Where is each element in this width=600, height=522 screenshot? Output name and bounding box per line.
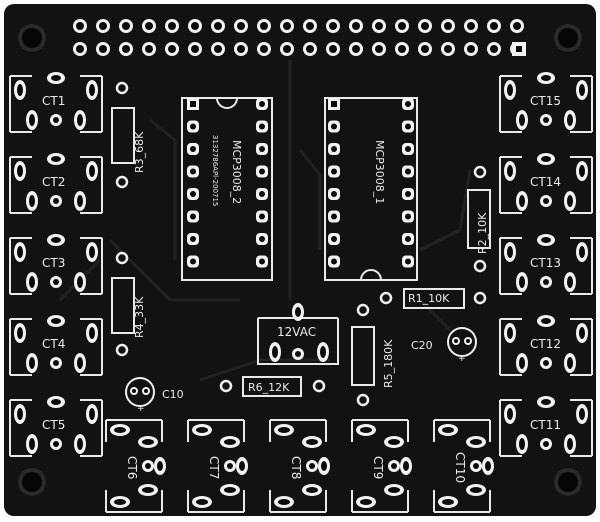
ct4-footprint bbox=[9, 315, 103, 376]
label-ct3: CT3 bbox=[42, 256, 65, 270]
power-jack-12vac: 12VAC bbox=[257, 303, 339, 365]
label-r3: R3_68K bbox=[133, 131, 146, 173]
board-substrate bbox=[4, 4, 596, 516]
resistor-r4: R4_33K bbox=[111, 251, 146, 357]
ct12-footprint bbox=[499, 315, 593, 376]
chip1-name: MCP3008_1 bbox=[373, 140, 386, 204]
ct10-footprint bbox=[433, 419, 494, 513]
capacitor-c20: + C20 bbox=[411, 327, 477, 364]
svg-text:+: + bbox=[458, 354, 466, 364]
ct6-footprint bbox=[105, 419, 166, 513]
ct9-footprint bbox=[351, 419, 412, 513]
ct11-footprint bbox=[499, 396, 593, 457]
ct5-footprint bbox=[9, 396, 103, 457]
ct-footprints bbox=[9, 72, 593, 513]
label-c10: C10 bbox=[162, 388, 184, 401]
resistor-r5: R5_180K bbox=[351, 303, 395, 407]
label-ct12: CT12 bbox=[530, 337, 561, 351]
label-ct6: CT6 bbox=[125, 456, 139, 479]
resistor-r6: R6_12K bbox=[219, 376, 326, 397]
traces bbox=[58, 60, 472, 382]
label-ct7: CT7 bbox=[207, 456, 221, 479]
label-ct1: CT1 bbox=[42, 94, 65, 108]
chip2-name: MCP3008_2 bbox=[230, 140, 243, 204]
label-r1: R1_10K bbox=[408, 292, 450, 305]
ct2-footprint bbox=[9, 153, 103, 214]
label-ct4: CT4 bbox=[42, 337, 65, 351]
resistor-r2: R2_10K bbox=[467, 165, 491, 273]
label-ct14: CT14 bbox=[530, 175, 561, 189]
label-12vac: 12VAC bbox=[277, 325, 316, 339]
ct3-footprint bbox=[9, 234, 103, 295]
chip2-code: 3132786APl-200715 bbox=[211, 135, 219, 206]
label-r5: R5_180K bbox=[382, 339, 395, 388]
ct1-footprint bbox=[9, 72, 103, 133]
label-c20: C20 bbox=[411, 339, 433, 352]
label-r4: R4_33K bbox=[133, 296, 146, 338]
ct7-footprint bbox=[187, 419, 248, 513]
label-ct13: CT13 bbox=[530, 256, 561, 270]
ct14-footprint bbox=[499, 153, 593, 214]
ct8-footprint bbox=[269, 419, 330, 513]
svg-text:+: + bbox=[137, 404, 145, 414]
ct15-footprint bbox=[499, 72, 593, 133]
ct-labels: CT1 CT2 CT3 CT4 CT5 CT15 CT14 CT13 CT12 … bbox=[42, 94, 561, 483]
gpio-header bbox=[73, 19, 526, 56]
label-ct5: CT5 bbox=[42, 418, 65, 432]
chip-mcp3008-1: MCP3008_1 bbox=[324, 97, 418, 281]
label-ct11: CT11 bbox=[530, 418, 561, 432]
label-r2: R2_10K bbox=[476, 212, 489, 254]
label-ct2: CT2 bbox=[42, 175, 65, 189]
label-ct15: CT15 bbox=[530, 94, 561, 108]
chip-mcp3008-2: MCP3008_2 3132786APl-200715 bbox=[181, 97, 273, 281]
label-ct9: CT9 bbox=[371, 456, 385, 479]
mounting-holes bbox=[18, 24, 582, 496]
resistor-r3: R3_68K bbox=[111, 81, 146, 189]
capacitor-c10: + C10 bbox=[125, 377, 184, 414]
ct13-footprint bbox=[499, 234, 593, 295]
label-ct8: CT8 bbox=[289, 456, 303, 479]
resistor-r1: R1_10K bbox=[379, 288, 487, 309]
label-ct10: CT10 bbox=[453, 452, 467, 483]
label-r6: R6_12K bbox=[248, 381, 290, 394]
